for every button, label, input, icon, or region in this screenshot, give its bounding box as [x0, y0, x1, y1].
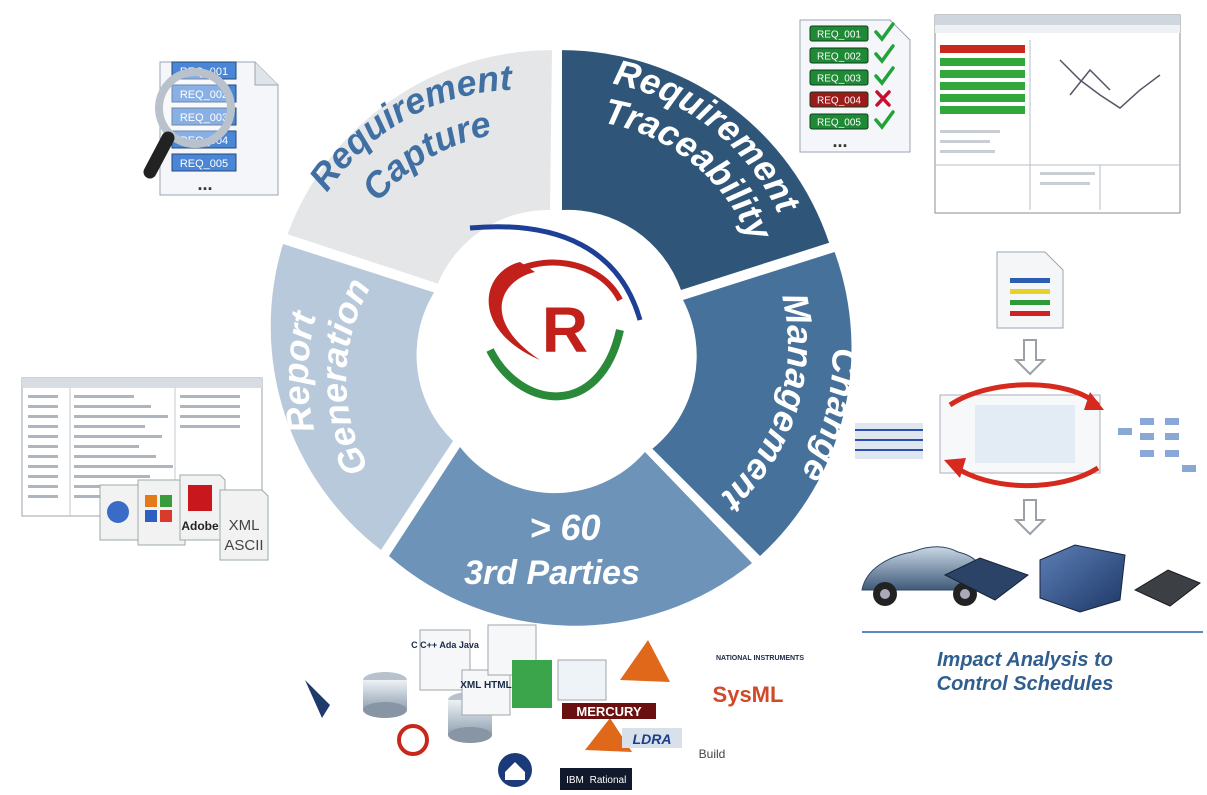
logo-letter: R: [542, 294, 588, 366]
report-line: [28, 465, 58, 468]
caption-line-1: Impact Analysis to: [937, 649, 1113, 671]
down-arrow-icon: [1013, 339, 1047, 376]
report-line: [74, 455, 156, 458]
label-parties-2: 3rd Parties: [464, 554, 640, 592]
report-line: [180, 415, 240, 418]
tool-mercury: MERCURY: [576, 704, 642, 719]
req-item-box: [809, 91, 869, 108]
tool-rational: Rational: [590, 775, 627, 786]
report-line: [28, 455, 58, 458]
traceability-app-screenshot: [934, 14, 1181, 214]
report-line: [74, 465, 173, 468]
req-item-box: [809, 25, 869, 42]
report-line: [180, 425, 240, 428]
hardware-box-image: [1039, 544, 1126, 613]
capture-item: REQ_003: [171, 107, 237, 126]
segment-requirement-traceability[interactable]: [562, 50, 830, 290]
req-item: REQ_002: [809, 44, 895, 64]
report-line: [74, 435, 162, 438]
capture-more: ...: [197, 174, 212, 194]
check-icon: [874, 44, 895, 64]
segment-report-generation[interactable]: [270, 244, 453, 550]
impact-analysis-flow: [855, 251, 1203, 633]
req-item-box: [809, 69, 869, 86]
report-line: [28, 425, 58, 428]
down-arrow-icon: [1013, 499, 1047, 536]
tool-national-instruments: NATIONAL INSTRUMENTS: [716, 655, 804, 662]
matlab-icon: [585, 718, 632, 752]
home-icon: [505, 762, 525, 780]
segment-change-management[interactable]: [652, 252, 852, 556]
center-logo: R: [469, 224, 643, 401]
report-line: [180, 395, 240, 398]
format-adobe: Adobe: [181, 519, 219, 533]
capture-document: REQ_001REQ_002REQ_003REQ_004REQ_005 ...: [143, 61, 279, 196]
req-item-box: [809, 113, 869, 130]
req-item-label: REQ_002: [817, 52, 861, 63]
tool-build: Build: [699, 747, 726, 761]
tool-sysml: SysML: [713, 682, 784, 707]
caption-line-2: Control Schedules: [936, 673, 1114, 695]
segment-3rd-parties[interactable]: [389, 447, 752, 626]
report-line: [28, 405, 58, 408]
req-item: REQ_005: [809, 110, 895, 130]
wheel-center: [435, 210, 679, 454]
report-line: [28, 495, 58, 498]
format-icons: Adobe XML ASCII: [99, 474, 269, 561]
cross-icon: [875, 90, 891, 107]
label-parties-1: > 60: [529, 507, 600, 548]
tool-ldra: LDRA: [633, 731, 672, 747]
third-party-tools-collage: C C++ Ada Java XML HTML MERCURY LDRA Sys…: [305, 624, 804, 790]
req-item: REQ_003: [809, 66, 895, 86]
format-xml: XML: [229, 517, 260, 534]
chip-image: [1133, 569, 1201, 607]
req-item: REQ_001: [809, 22, 895, 42]
req-item-label: REQ_001: [817, 30, 861, 41]
format-ascii: ASCII: [224, 537, 263, 554]
capture-item-label: REQ_003: [180, 112, 228, 124]
wheel: Requirement Capture Requirement Traceabi…: [270, 50, 866, 626]
report-line: [28, 395, 58, 398]
report-line: [74, 445, 139, 448]
report-line: [74, 475, 150, 478]
report-line: [180, 405, 240, 408]
report-line: [28, 435, 58, 438]
check-icon: [874, 66, 895, 86]
report-line: [28, 415, 58, 418]
matlab-icon: [620, 640, 670, 682]
capture-item-box: [171, 84, 237, 103]
req-item-label: REQ_003: [817, 74, 861, 85]
ecu-image: [943, 557, 1030, 601]
report-line: [74, 415, 168, 418]
capture-item-label: REQ_005: [180, 158, 228, 170]
check-icon: [874, 110, 895, 130]
report-line: [74, 425, 145, 428]
capture-item: REQ_002: [171, 84, 237, 103]
tool-ibm: IBM: [566, 775, 584, 786]
report-line: [28, 445, 58, 448]
report-line: [74, 395, 134, 398]
capture-item: REQ_005: [171, 153, 237, 172]
requirement-status-list: REQ_001REQ_002REQ_003REQ_004REQ_005 ...: [799, 19, 911, 153]
report-line: [74, 405, 151, 408]
req-more: ...: [832, 131, 847, 151]
report-line: [28, 485, 58, 488]
tool-c-cpp-ada-java: C C++ Ada Java: [411, 640, 480, 650]
impact-analysis-caption: Impact Analysis to Control Schedules: [880, 648, 1170, 696]
capture-item-box: [171, 107, 237, 126]
capture-item-label: REQ_002: [180, 89, 228, 101]
req-item-label: REQ_005: [817, 118, 861, 129]
report-line: [28, 475, 58, 478]
capture-item-box: [171, 153, 237, 172]
req-item: REQ_004: [809, 90, 891, 108]
tool-xml-html: XML HTML: [460, 680, 511, 691]
report-generation-output: Adobe XML ASCII: [21, 377, 269, 561]
req-item-box: [809, 47, 869, 64]
check-icon: [874, 22, 895, 42]
magnifier-icon: [155, 68, 235, 148]
req-item-label: REQ_004: [817, 96, 861, 107]
